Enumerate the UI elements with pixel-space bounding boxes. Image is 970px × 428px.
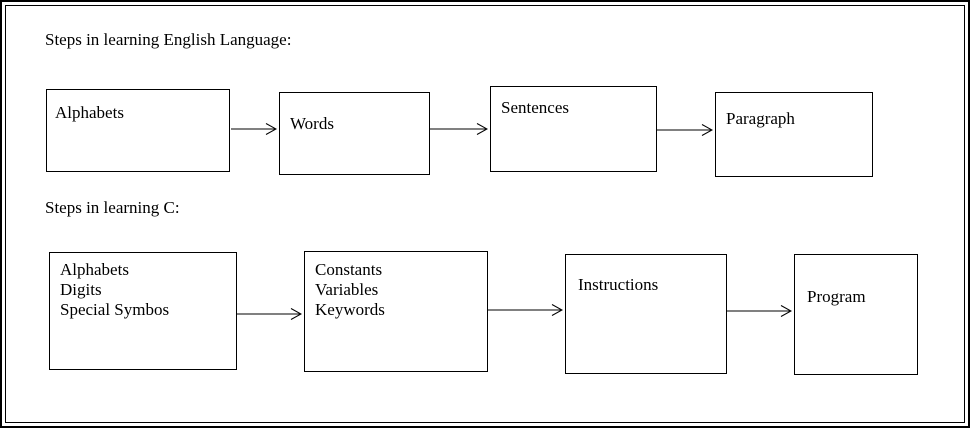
box-label: Program — [807, 287, 866, 306]
flow-box-alphabets-english: Alphabets — [46, 89, 230, 172]
flow-box-program: Program — [794, 254, 918, 375]
box-label: Instructions — [578, 275, 659, 294]
flow-box-instructions: Instructions — [565, 254, 727, 374]
box-label: Sentences — [501, 98, 569, 117]
box-label: Alphabets Digits Special Symbos — [60, 260, 170, 319]
box-label: Constants Variables Keywords — [315, 260, 385, 319]
flow-box-constants-variables-keywords: Constants Variables Keywords — [304, 251, 488, 372]
flow-box-sentences: Sentences — [490, 86, 657, 172]
box-label: Paragraph — [726, 109, 795, 128]
flow-box-words: Words — [279, 92, 430, 175]
flow-box-alphabets-digits-symbols: Alphabets Digits Special Symbos — [49, 252, 237, 370]
flow-box-paragraph: Paragraph — [715, 92, 873, 177]
section-title-c: Steps in learning C: — [45, 198, 180, 217]
box-label: Words — [290, 114, 334, 133]
section-title-english: Steps in learning English Language: — [45, 30, 292, 49]
box-label: Alphabets — [55, 103, 124, 122]
